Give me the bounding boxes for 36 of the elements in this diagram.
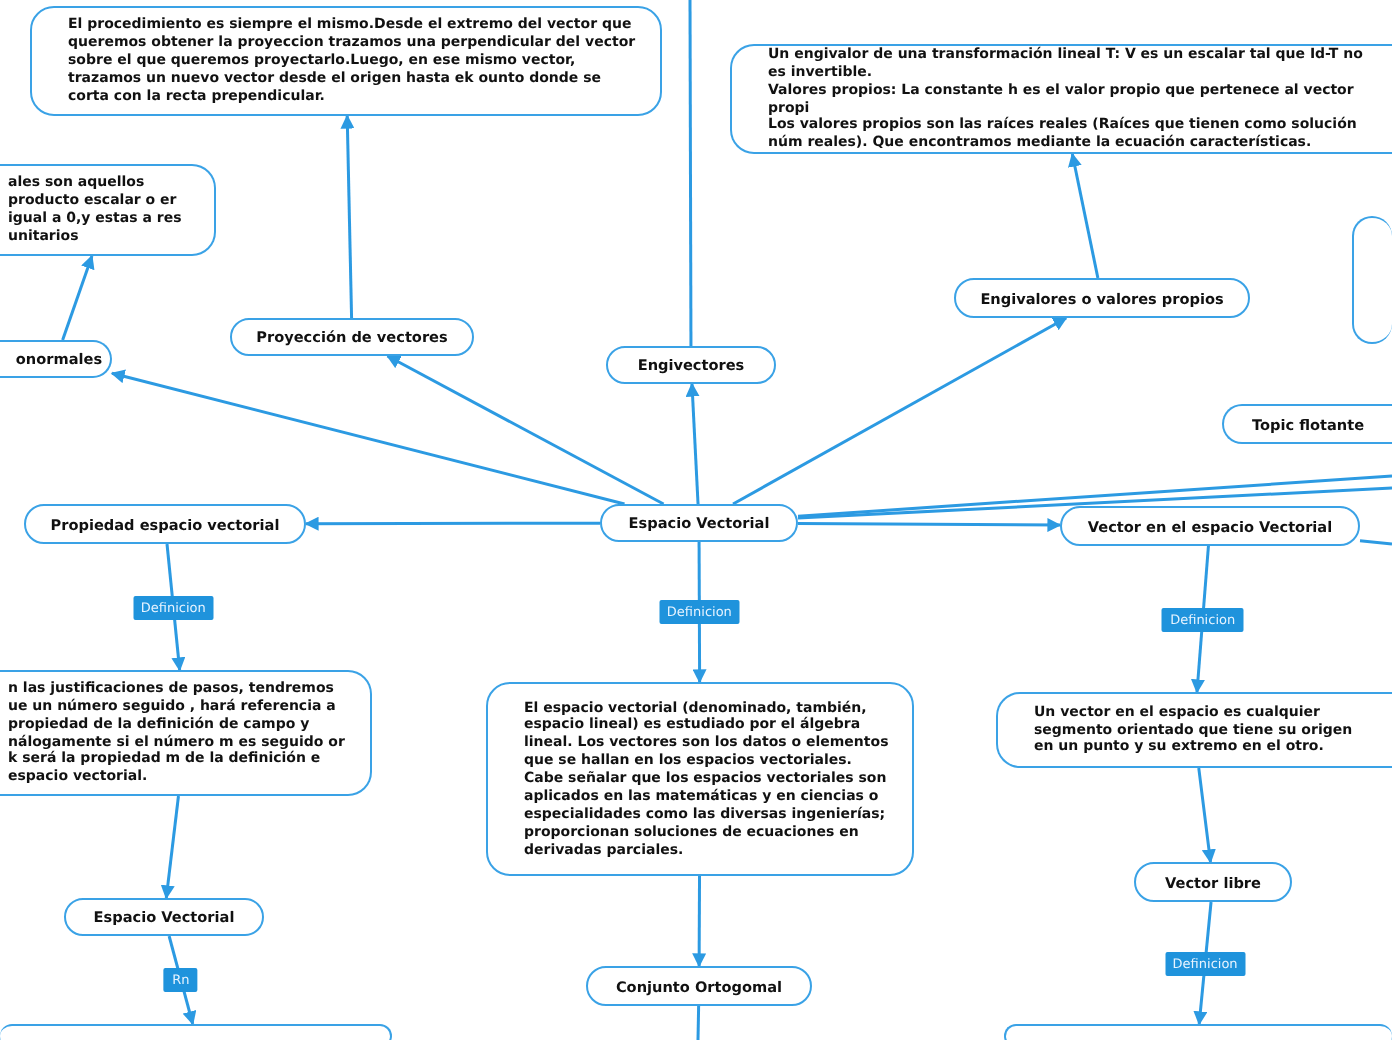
note-box <box>30 6 662 116</box>
connector-line <box>797 486 1392 520</box>
connector-line <box>797 474 1392 518</box>
note-box <box>730 44 1392 154</box>
arrow <box>304 516 600 531</box>
arrow <box>732 316 1068 506</box>
topic-box <box>0 340 112 378</box>
topic-box <box>1222 404 1392 444</box>
topic-box <box>606 346 776 384</box>
arrow <box>1197 767 1216 864</box>
arrow <box>798 518 1062 533</box>
note-box <box>486 682 914 876</box>
connector-line <box>696 1005 701 1040</box>
topic-box <box>64 898 264 936</box>
note-box <box>0 164 216 256</box>
topic-box <box>1060 506 1360 546</box>
arrow <box>1068 152 1100 279</box>
topic-box <box>600 504 798 542</box>
connector-line <box>688 0 693 346</box>
note-box <box>996 692 1392 768</box>
topic-box <box>954 278 1250 318</box>
note-box <box>0 670 372 796</box>
topic-box <box>230 318 474 356</box>
arrow <box>386 354 665 506</box>
empty-box <box>1352 216 1392 344</box>
arrow <box>340 114 355 319</box>
topic-box <box>1134 862 1292 902</box>
arrow <box>160 795 180 900</box>
arrow <box>685 382 700 505</box>
arrow <box>61 254 95 341</box>
connector-line <box>1359 539 1392 546</box>
arrow <box>110 369 625 506</box>
arrow <box>692 876 707 968</box>
topic-box <box>24 504 306 544</box>
arrow <box>167 935 197 1026</box>
topic-box <box>586 966 812 1006</box>
